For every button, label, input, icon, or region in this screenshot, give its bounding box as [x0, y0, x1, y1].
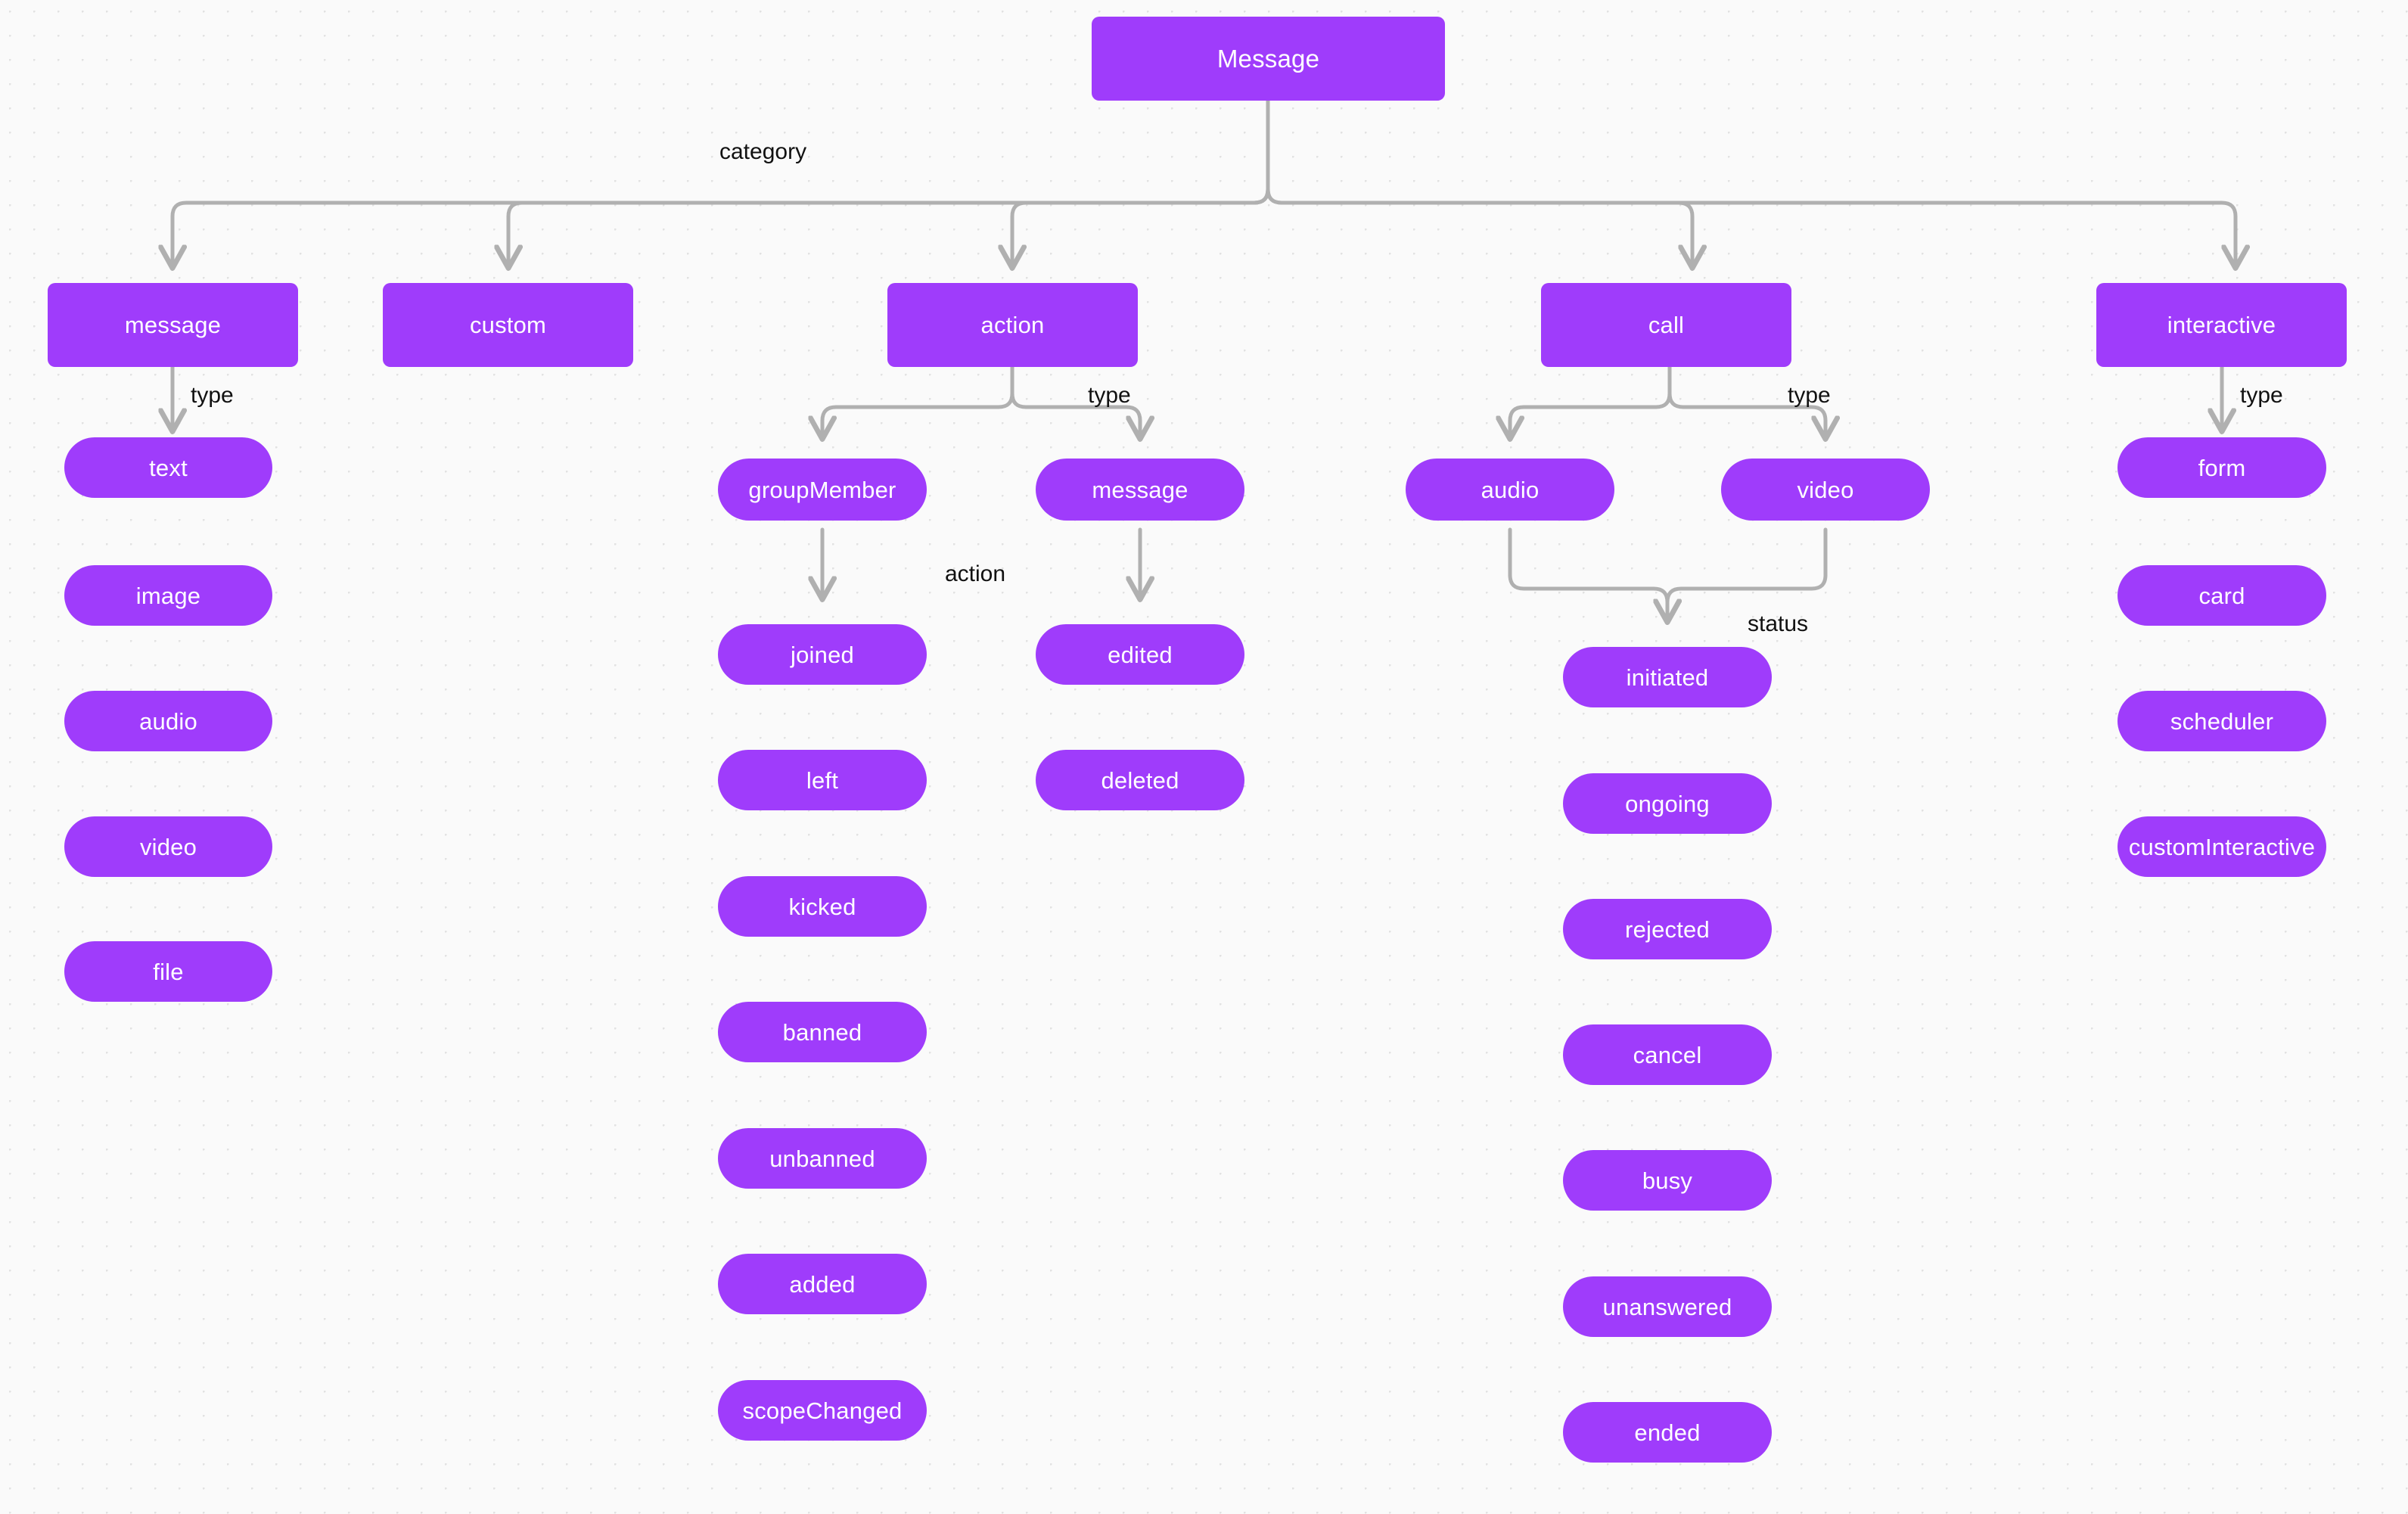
node-label: groupMember	[748, 476, 896, 503]
node-label: cancel	[1633, 1041, 1702, 1068]
node-groupmember-action-unbanned[interactable]: unbanned	[718, 1128, 927, 1189]
node-call-status-busy[interactable]: busy	[1563, 1150, 1772, 1211]
node-label: left	[806, 766, 839, 794]
edge-label-action-type: type	[1088, 383, 1131, 408]
node-action-type-message[interactable]: message	[1036, 459, 1244, 521]
node-label: form	[2198, 454, 2246, 481]
node-groupmember-action-kicked[interactable]: kicked	[718, 876, 927, 937]
node-message-type-video[interactable]: video	[64, 816, 272, 877]
edge-label-groupmember-action: action	[945, 561, 1006, 586]
edge-label-category: category	[719, 139, 807, 164]
node-call-type-audio[interactable]: audio	[1406, 459, 1614, 521]
node-groupmember-action-added[interactable]: added	[718, 1254, 927, 1314]
node-label: busy	[1642, 1167, 1693, 1194]
node-call-status-unanswered[interactable]: unanswered	[1563, 1276, 1772, 1337]
node-label: video	[139, 833, 197, 860]
node-category-call[interactable]: call	[1541, 283, 1791, 367]
node-category-custom[interactable]: custom	[383, 283, 633, 367]
node-label: customInteractive	[2128, 833, 2316, 860]
node-groupmember-action-scopechanged[interactable]: scopeChanged	[718, 1380, 927, 1441]
node-label: text	[149, 454, 188, 481]
node-label: audio	[1481, 476, 1540, 503]
node-message-type-image[interactable]: image	[64, 565, 272, 626]
node-interactive-type-card[interactable]: card	[2117, 565, 2326, 626]
node-label: file	[153, 958, 184, 985]
node-category-action[interactable]: action	[887, 283, 1138, 367]
node-category-message[interactable]: message	[48, 283, 298, 367]
node-call-status-cancel[interactable]: cancel	[1563, 1024, 1772, 1085]
node-call-status-initiated[interactable]: initiated	[1563, 647, 1772, 707]
node-groupmember-action-joined[interactable]: joined	[718, 624, 927, 685]
node-label: Message	[1216, 45, 1320, 73]
edge-label-call-type: type	[1788, 383, 1831, 408]
node-root-message[interactable]: Message	[1092, 17, 1445, 101]
node-label: unbanned	[769, 1145, 875, 1172]
node-interactive-type-custominteractive[interactable]: customInteractive	[2117, 816, 2326, 877]
node-label: banned	[782, 1018, 862, 1046]
node-label: kicked	[788, 893, 856, 920]
node-label: scheduler	[2170, 707, 2274, 735]
node-category-interactive[interactable]: interactive	[2096, 283, 2347, 367]
edge-label-message-type: type	[191, 383, 234, 408]
node-message-action-edited[interactable]: edited	[1036, 624, 1244, 685]
node-label: message	[124, 312, 222, 338]
node-call-type-video[interactable]: video	[1721, 459, 1930, 521]
node-label: action	[980, 312, 1045, 338]
node-label: video	[1797, 476, 1854, 503]
node-call-status-ongoing[interactable]: ongoing	[1563, 773, 1772, 834]
edge-label-call-status: status	[1748, 611, 1809, 636]
node-call-status-ended[interactable]: ended	[1563, 1402, 1772, 1463]
node-groupmember-action-banned[interactable]: banned	[718, 1002, 927, 1062]
node-message-action-deleted[interactable]: deleted	[1036, 750, 1244, 810]
node-message-type-file[interactable]: file	[64, 941, 272, 1002]
edge-label-interactive-type: type	[2240, 383, 2283, 408]
node-label: audio	[139, 707, 197, 735]
node-message-type-audio[interactable]: audio	[64, 691, 272, 751]
node-groupmember-action-left[interactable]: left	[718, 750, 927, 810]
node-interactive-type-scheduler[interactable]: scheduler	[2117, 691, 2326, 751]
node-call-status-rejected[interactable]: rejected	[1563, 899, 1772, 959]
node-label: interactive	[2167, 312, 2276, 338]
node-label: scopeChanged	[742, 1397, 903, 1424]
node-label: edited	[1108, 641, 1173, 668]
node-label: added	[789, 1270, 856, 1298]
node-label: rejected	[1625, 916, 1710, 943]
node-label: initiated	[1626, 664, 1709, 691]
node-label: message	[1092, 476, 1188, 503]
node-label: joined	[791, 641, 854, 668]
node-label: card	[2198, 582, 2245, 609]
node-message-type-text[interactable]: text	[64, 437, 272, 498]
node-action-type-groupmember[interactable]: groupMember	[718, 459, 927, 521]
node-label: image	[135, 582, 201, 609]
node-label: custom	[469, 312, 547, 338]
node-label: deleted	[1101, 766, 1179, 794]
node-interactive-type-form[interactable]: form	[2117, 437, 2326, 498]
node-label: ongoing	[1625, 790, 1710, 817]
node-label: call	[1648, 312, 1685, 338]
node-label: ended	[1634, 1419, 1701, 1446]
node-label: unanswered	[1602, 1293, 1732, 1320]
